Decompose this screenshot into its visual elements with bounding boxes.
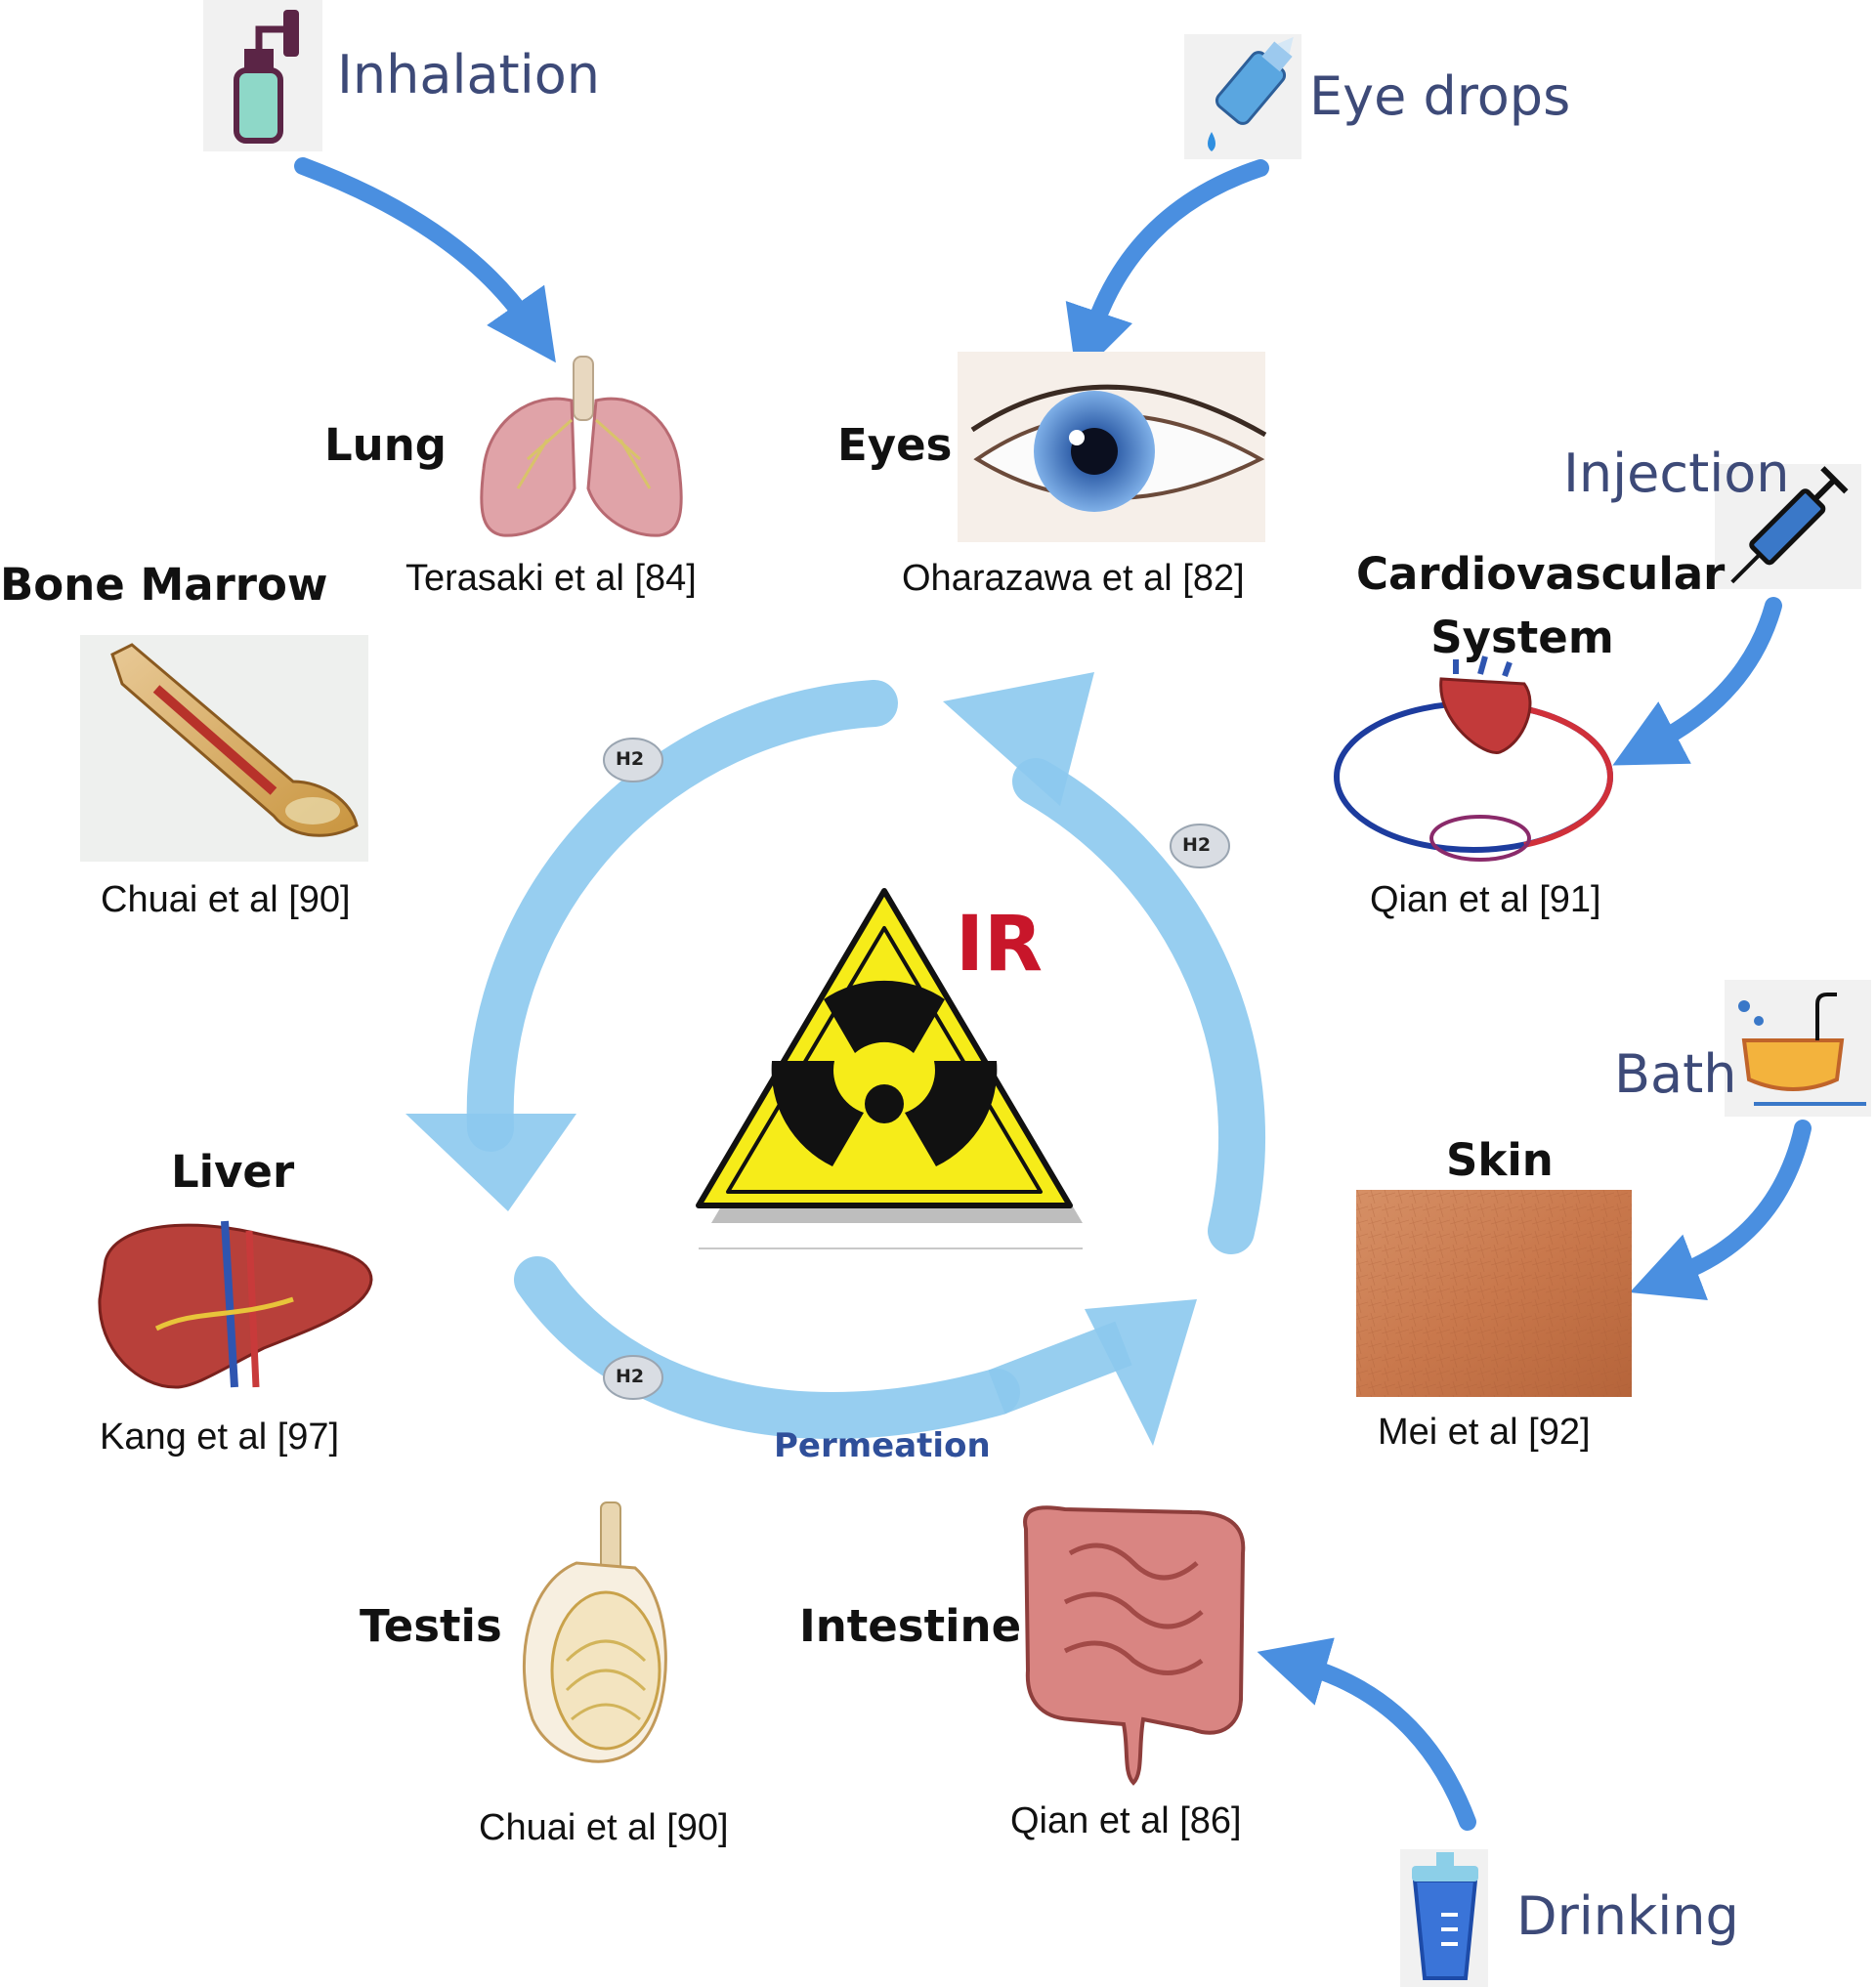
route-label-bath: Bath [1614,1043,1737,1105]
ref-liver: Kang et al [97] [100,1416,340,1458]
organ-label-liver: Liver [171,1146,295,1198]
h2-bubble-top-left [603,738,663,782]
ref-cardiovascular: Qian et al [91] [1370,879,1601,920]
testis-image [522,1501,667,1763]
inhaler-icon [203,0,322,151]
h2-label-bottom: H2 [616,1366,645,1387]
organ-label-skin: Skin [1446,1134,1554,1186]
bathtub-icon [1725,980,1871,1117]
radiation-hazard-icon [696,888,1083,1249]
organ-label-cardiovascular-line2: System [1430,612,1614,663]
organ-label-intestine: Intestine [799,1600,1022,1652]
eye-drops-icon [1184,34,1301,159]
arrow-inhalation-to-lung [294,157,556,363]
organ-label-cardiovascular-line1: Cardiovascular [1356,548,1726,600]
route-label-drinking: Drinking [1516,1885,1739,1947]
cup-icon [1400,1849,1488,1987]
h2-label-right: H2 [1182,834,1212,856]
eye-image [958,352,1267,542]
route-label-inhalation: Inhalation [337,44,600,106]
bone-marrow-image [80,635,368,862]
cardiovascular-image [1334,655,1614,862]
ref-skin: Mei et al [92] [1378,1412,1591,1453]
cycle-arrow-right [943,672,1266,1254]
ref-bone-marrow: Chuai et al [90] [101,879,351,920]
skin-image [1356,1190,1632,1397]
arrow-injection-to-cardio [1612,597,1782,766]
arrow-eyedrops-to-eyes [1065,159,1269,379]
organ-label-testis: Testis [360,1600,502,1652]
h2-bubble-right [1170,824,1230,868]
permeation-label: Permeation [774,1426,991,1465]
arrow-bath-to-skin [1629,1120,1812,1300]
cycle-arrow-top-left [405,680,898,1211]
arrow-drinking-to-intestine [1257,1637,1476,1831]
ref-intestine: Qian et al [86] [1010,1800,1242,1841]
route-label-injection: Injection [1563,443,1790,504]
ref-eyes: Oharazawa et al [82] [902,558,1245,599]
syringe-icon [1715,464,1861,589]
route-label-eye-drops: Eye drops [1309,65,1571,127]
organ-label-eyes: Eyes [837,419,953,471]
h2-label-top-left: H2 [616,748,645,770]
cycle-arrow-bottom [514,1256,1197,1446]
ref-lung: Terasaki et al [84] [405,558,697,599]
organ-label-lung: Lung [324,419,447,471]
ref-testis: Chuai et al [90] [479,1807,729,1848]
liver-image [98,1220,373,1389]
ir-label: IR [956,901,1044,989]
h2-bubble-bottom [603,1355,663,1400]
lung-image [480,356,683,537]
intestine-image [1023,1505,1246,1786]
organ-label-bone-marrow: Bone Marrow [0,559,328,611]
